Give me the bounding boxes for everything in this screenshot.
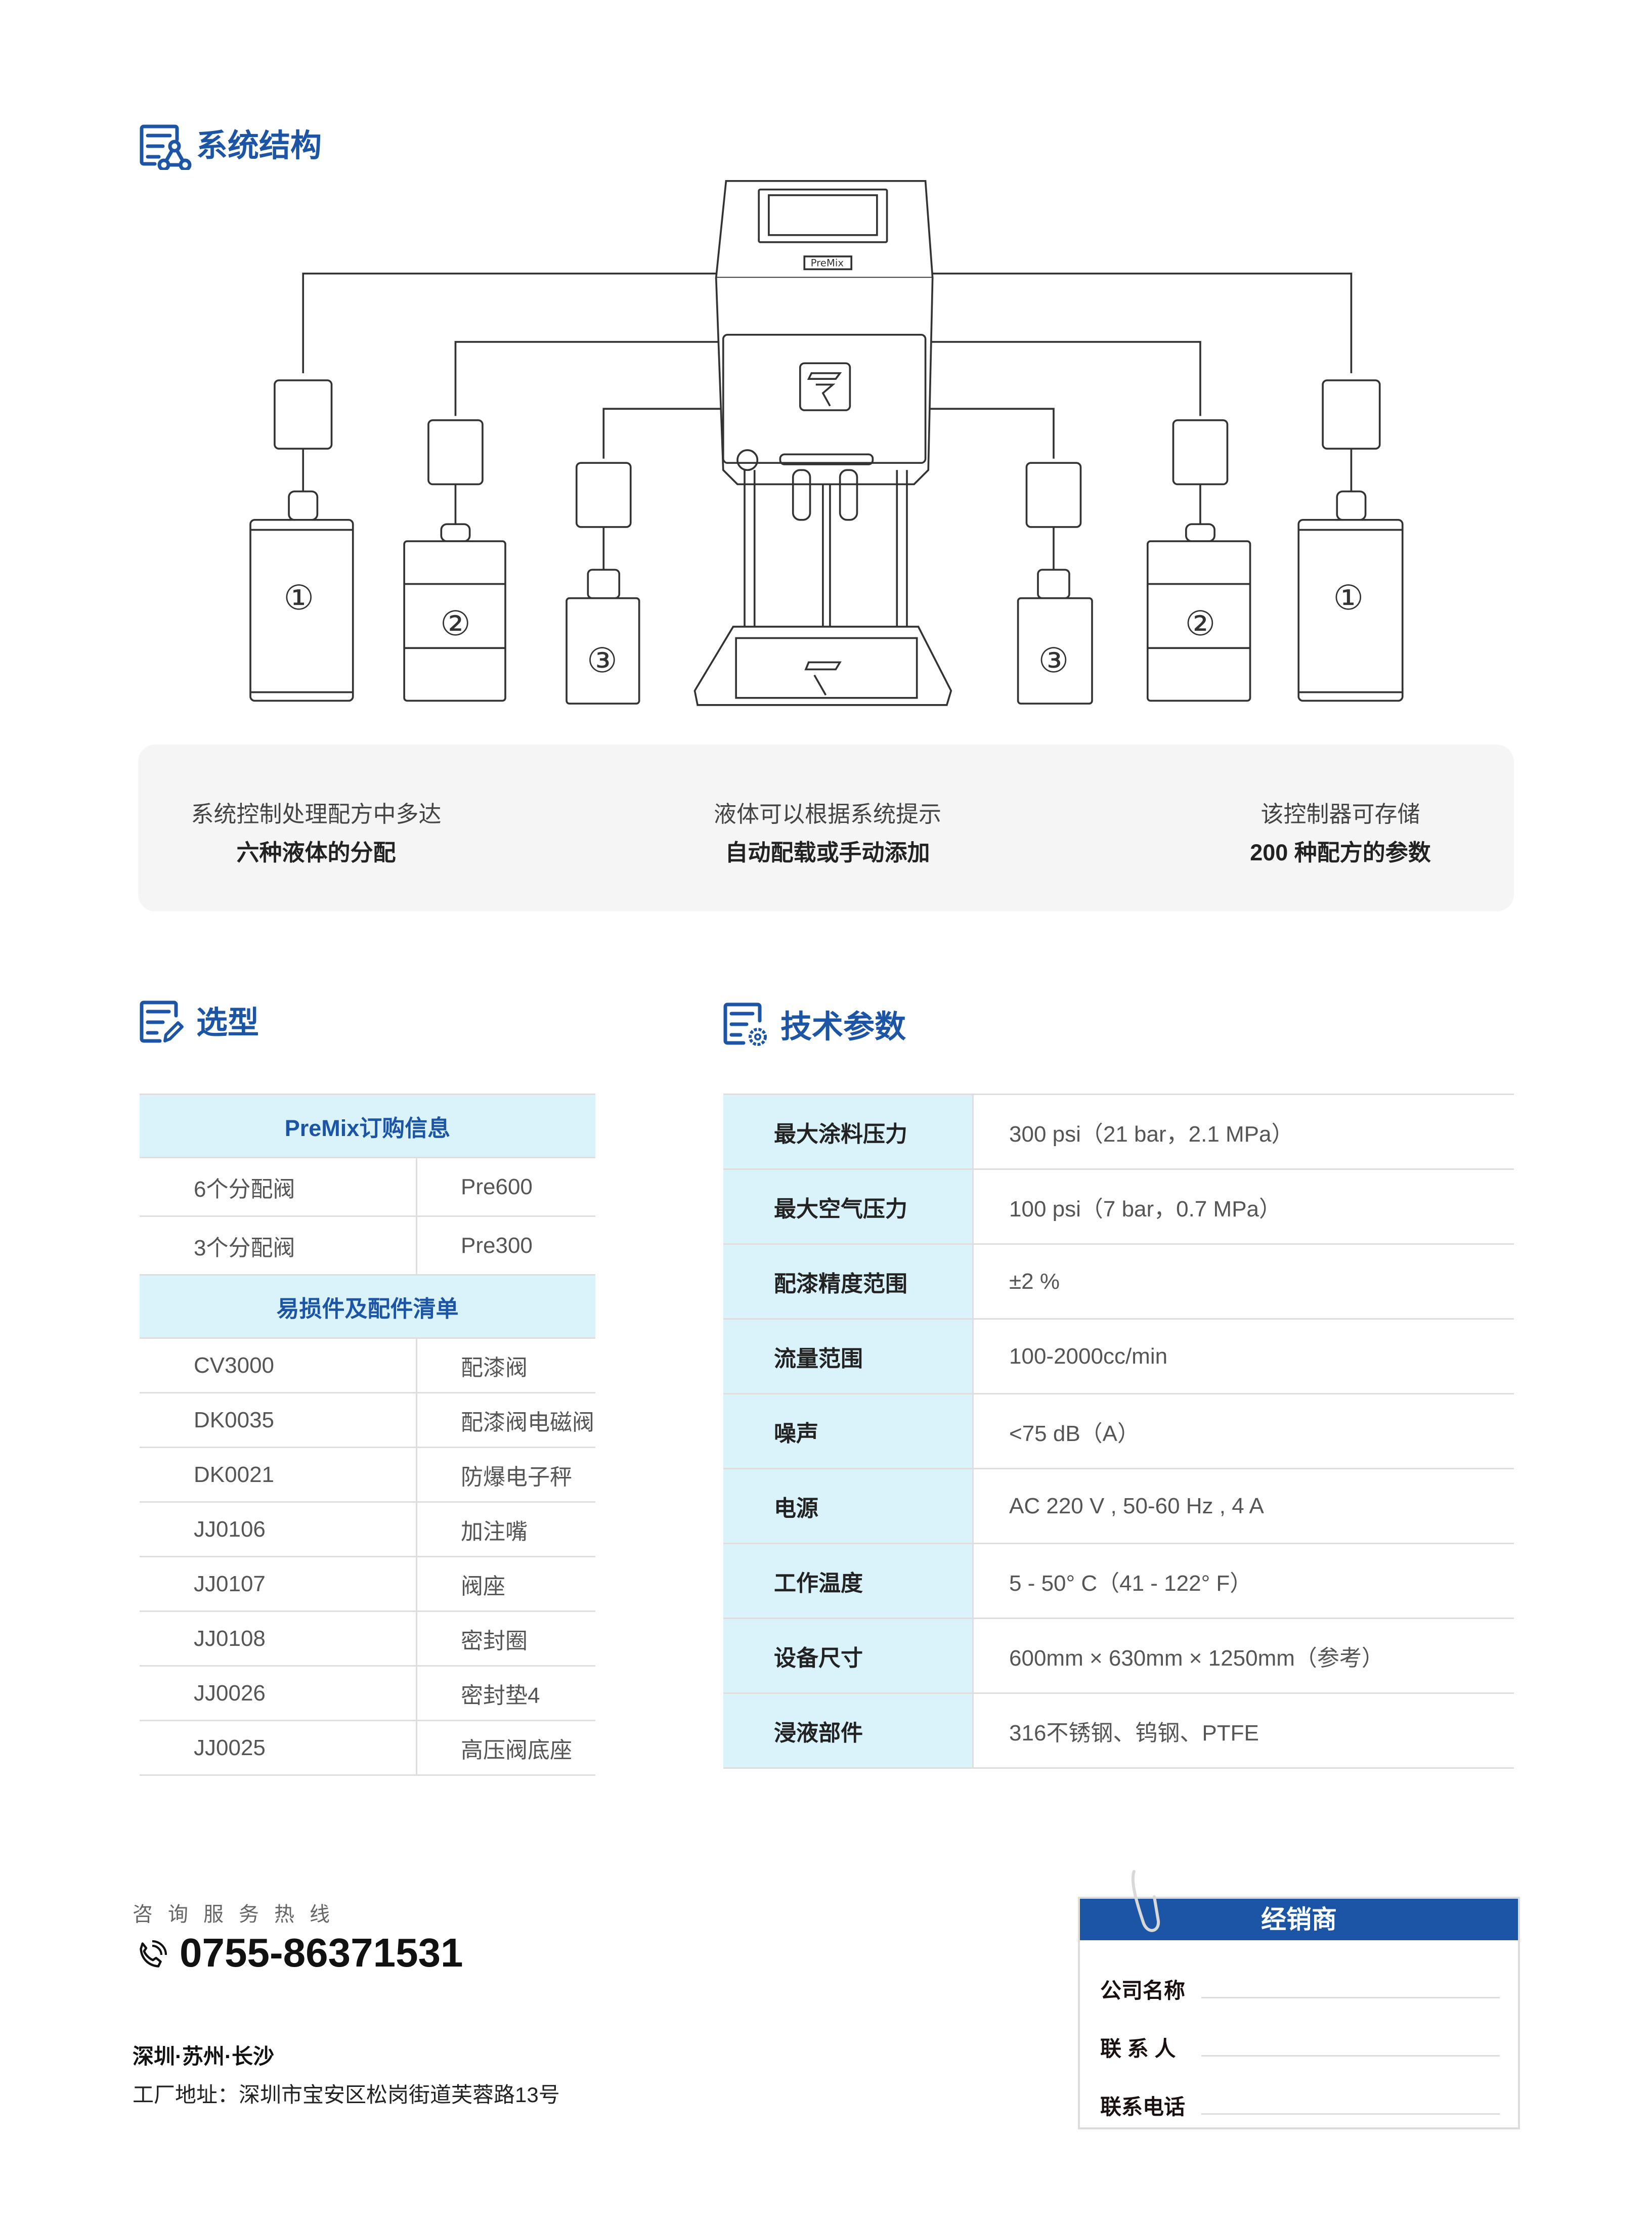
tank-1-right [1297, 379, 1404, 702]
blank-line [1201, 2113, 1500, 2115]
document-gear-icon [723, 1002, 767, 1046]
tank-label: ② [1185, 603, 1216, 643]
tank-label: ① [283, 578, 314, 618]
document-network-icon [140, 124, 192, 170]
pipe-line [928, 341, 1201, 416]
blank-line [1201, 2055, 1500, 2057]
pipe-line [928, 408, 1055, 459]
section-title-selection: 选型 [196, 1006, 259, 1040]
system-diagram: PreMix ① ② ③ ③ ② ① [249, 180, 1404, 706]
parts-header: 易损件及配件清单 [140, 1274, 595, 1339]
document-edit-icon [140, 1000, 184, 1043]
table-row: 配漆精度范围±2 % [723, 1244, 1514, 1320]
tank-2-right [1146, 419, 1251, 702]
control-unit [693, 180, 952, 706]
factory-address: 工厂地址：深圳市宝安区松岗街道芙蓉路13号 [133, 2083, 560, 2107]
table-row: 噪声<75 dB（A） [723, 1393, 1514, 1469]
paperclip-icon [1131, 1870, 1160, 1932]
blank-line [1201, 1997, 1500, 1998]
tank-2-left [403, 419, 506, 702]
dealer-field-phone: 联系电话 [1100, 2090, 1500, 2120]
control-label: PreMix [811, 257, 844, 269]
dealer-title: 经销商 [1080, 1899, 1518, 1940]
phone-icon [140, 1940, 167, 1968]
dealer-field-contact: 联 系 人 [1100, 2032, 1500, 2062]
phone-number: 0755-86371531 [180, 1930, 463, 1975]
tank-label: ② [440, 603, 471, 643]
tank-3-left [566, 462, 640, 705]
tank-label: ③ [1038, 640, 1069, 680]
tank-1-left [249, 379, 354, 702]
feature-2: 液体可以根据系统提示 自动配载或手动添加 [713, 801, 941, 865]
order-header: PreMix订购信息 [140, 1094, 595, 1158]
feature-3: 该控制器可存储 200 种配方的参数 [1250, 801, 1431, 865]
pipe-line [932, 272, 1353, 373]
tank-label: ① [1333, 578, 1364, 618]
dealer-field-company: 公司名称 [1100, 1974, 1500, 2004]
hotline-label: 咨询服务热线 [133, 1903, 345, 1926]
feature-1: 系统控制处理配方中多达 六种液体的分配 [191, 801, 442, 865]
pipe-line [302, 272, 716, 373]
pipe-line [454, 341, 723, 416]
cities: 深圳·苏州·长沙 [133, 2044, 274, 2068]
tank-3-right [1017, 462, 1093, 705]
dealer-card: 经销商 公司名称 联 系 人 联系电话 [1078, 1897, 1520, 2129]
tank-label: ③ [587, 640, 618, 680]
feature-panel: 系统控制处理配方中多达 六种液体的分配 液体可以根据系统提示 自动配载或手动添加… [138, 745, 1514, 911]
section-title-system: 系统结构 [196, 128, 322, 163]
pipe-line [602, 408, 723, 459]
section-title-specs: 技术参数 [780, 1010, 906, 1044]
